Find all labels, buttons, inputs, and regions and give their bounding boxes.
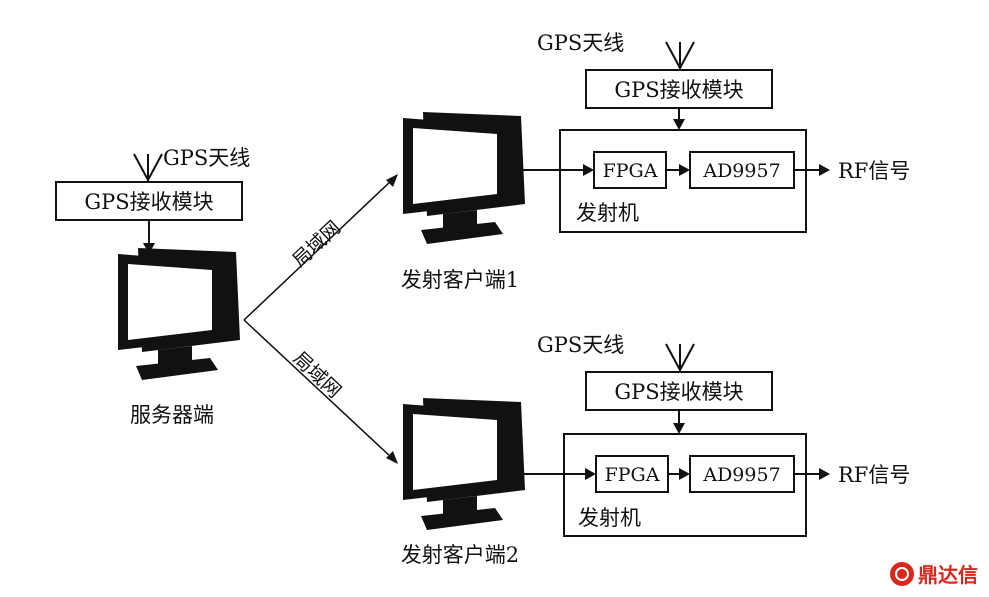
client-1-transmitter-label: 发射机	[576, 201, 639, 225]
server-monitor-icon	[118, 248, 240, 380]
watermark-text: 鼎达信	[918, 563, 978, 587]
client-2-antenna-label: GPS天线	[537, 333, 624, 357]
lan-link-2-arrowhead	[386, 451, 398, 464]
watermark-badge-inner	[895, 567, 909, 581]
client-2-receiver-arrowhead	[673, 423, 685, 434]
client-2-caption: 发射客户端2	[401, 543, 519, 567]
client-2-rf-label: RF信号	[838, 463, 910, 487]
client-1-monitor-icon	[403, 112, 525, 244]
client-1-gps-receiver-label: GPS接收模块	[614, 78, 743, 102]
server-group: GPS天线 GPS接收模块 服务器端	[55, 146, 250, 427]
lan-link-1	[243, 179, 393, 321]
client-2-antenna-icon	[665, 343, 695, 373]
client-1-group: 发射客户端1 GPS天线 GPS接收模块 发射机 FPGA AD9957 RF信…	[401, 31, 911, 292]
client-2-rf-out-arrowhead	[819, 468, 830, 480]
client-1-antenna-icon	[665, 41, 695, 71]
client-2-fpga-to-ad-arrowhead	[679, 468, 690, 480]
client-2-gps-receiver-label: GPS接收模块	[614, 380, 743, 404]
client-1-fpga-label: FPGA	[603, 160, 658, 182]
client-2-ad9957-label: AD9957	[702, 464, 780, 486]
client-2-pc-to-fpga-arrowhead	[585, 468, 596, 480]
server-gps-receiver-label: GPS接收模块	[84, 190, 213, 214]
client-2-fpga-label: FPGA	[605, 464, 660, 486]
server-gps-receiver-box	[55, 181, 243, 221]
watermark-logo: 鼎达信	[890, 562, 978, 587]
client-2-ad9957-box	[689, 455, 795, 493]
client-1-receiver-arrowhead	[673, 119, 685, 130]
lan-link-1-label: 局域网	[288, 217, 345, 272]
client-1-ad9957-label: AD9957	[702, 160, 780, 182]
lan-link-2-label: 局域网	[289, 348, 346, 403]
client-1-pc-to-fpga-arrowhead	[583, 164, 594, 176]
client-1-caption: 发射客户端1	[401, 268, 519, 292]
server-antenna-label: GPS天线	[163, 146, 250, 170]
lan-link-2	[243, 319, 393, 459]
client-2-monitor-icon	[403, 398, 525, 530]
client-2-gps-receiver-box	[585, 371, 773, 411]
client-1-ad9957-box	[689, 151, 795, 189]
client-1-rf-out-arrowhead	[819, 164, 830, 176]
client-1-antenna-label: GPS天线	[537, 31, 624, 55]
client-2-group: 发射客户端2 GPS天线 GPS接收模块 发射机 FPGA AD9957 RF信…	[401, 333, 911, 567]
server-caption: 服务器端	[130, 403, 214, 427]
network-links: 局域网 局域网	[243, 174, 398, 464]
client-1-fpga-to-ad-arrowhead	[679, 164, 690, 176]
client-2-transmitter-label: 发射机	[578, 506, 641, 530]
watermark-badge-icon	[890, 562, 914, 586]
lan-link-1-arrowhead	[386, 174, 398, 187]
server-antenna-icon	[133, 153, 163, 183]
client-1-rf-label: RF信号	[838, 159, 910, 183]
